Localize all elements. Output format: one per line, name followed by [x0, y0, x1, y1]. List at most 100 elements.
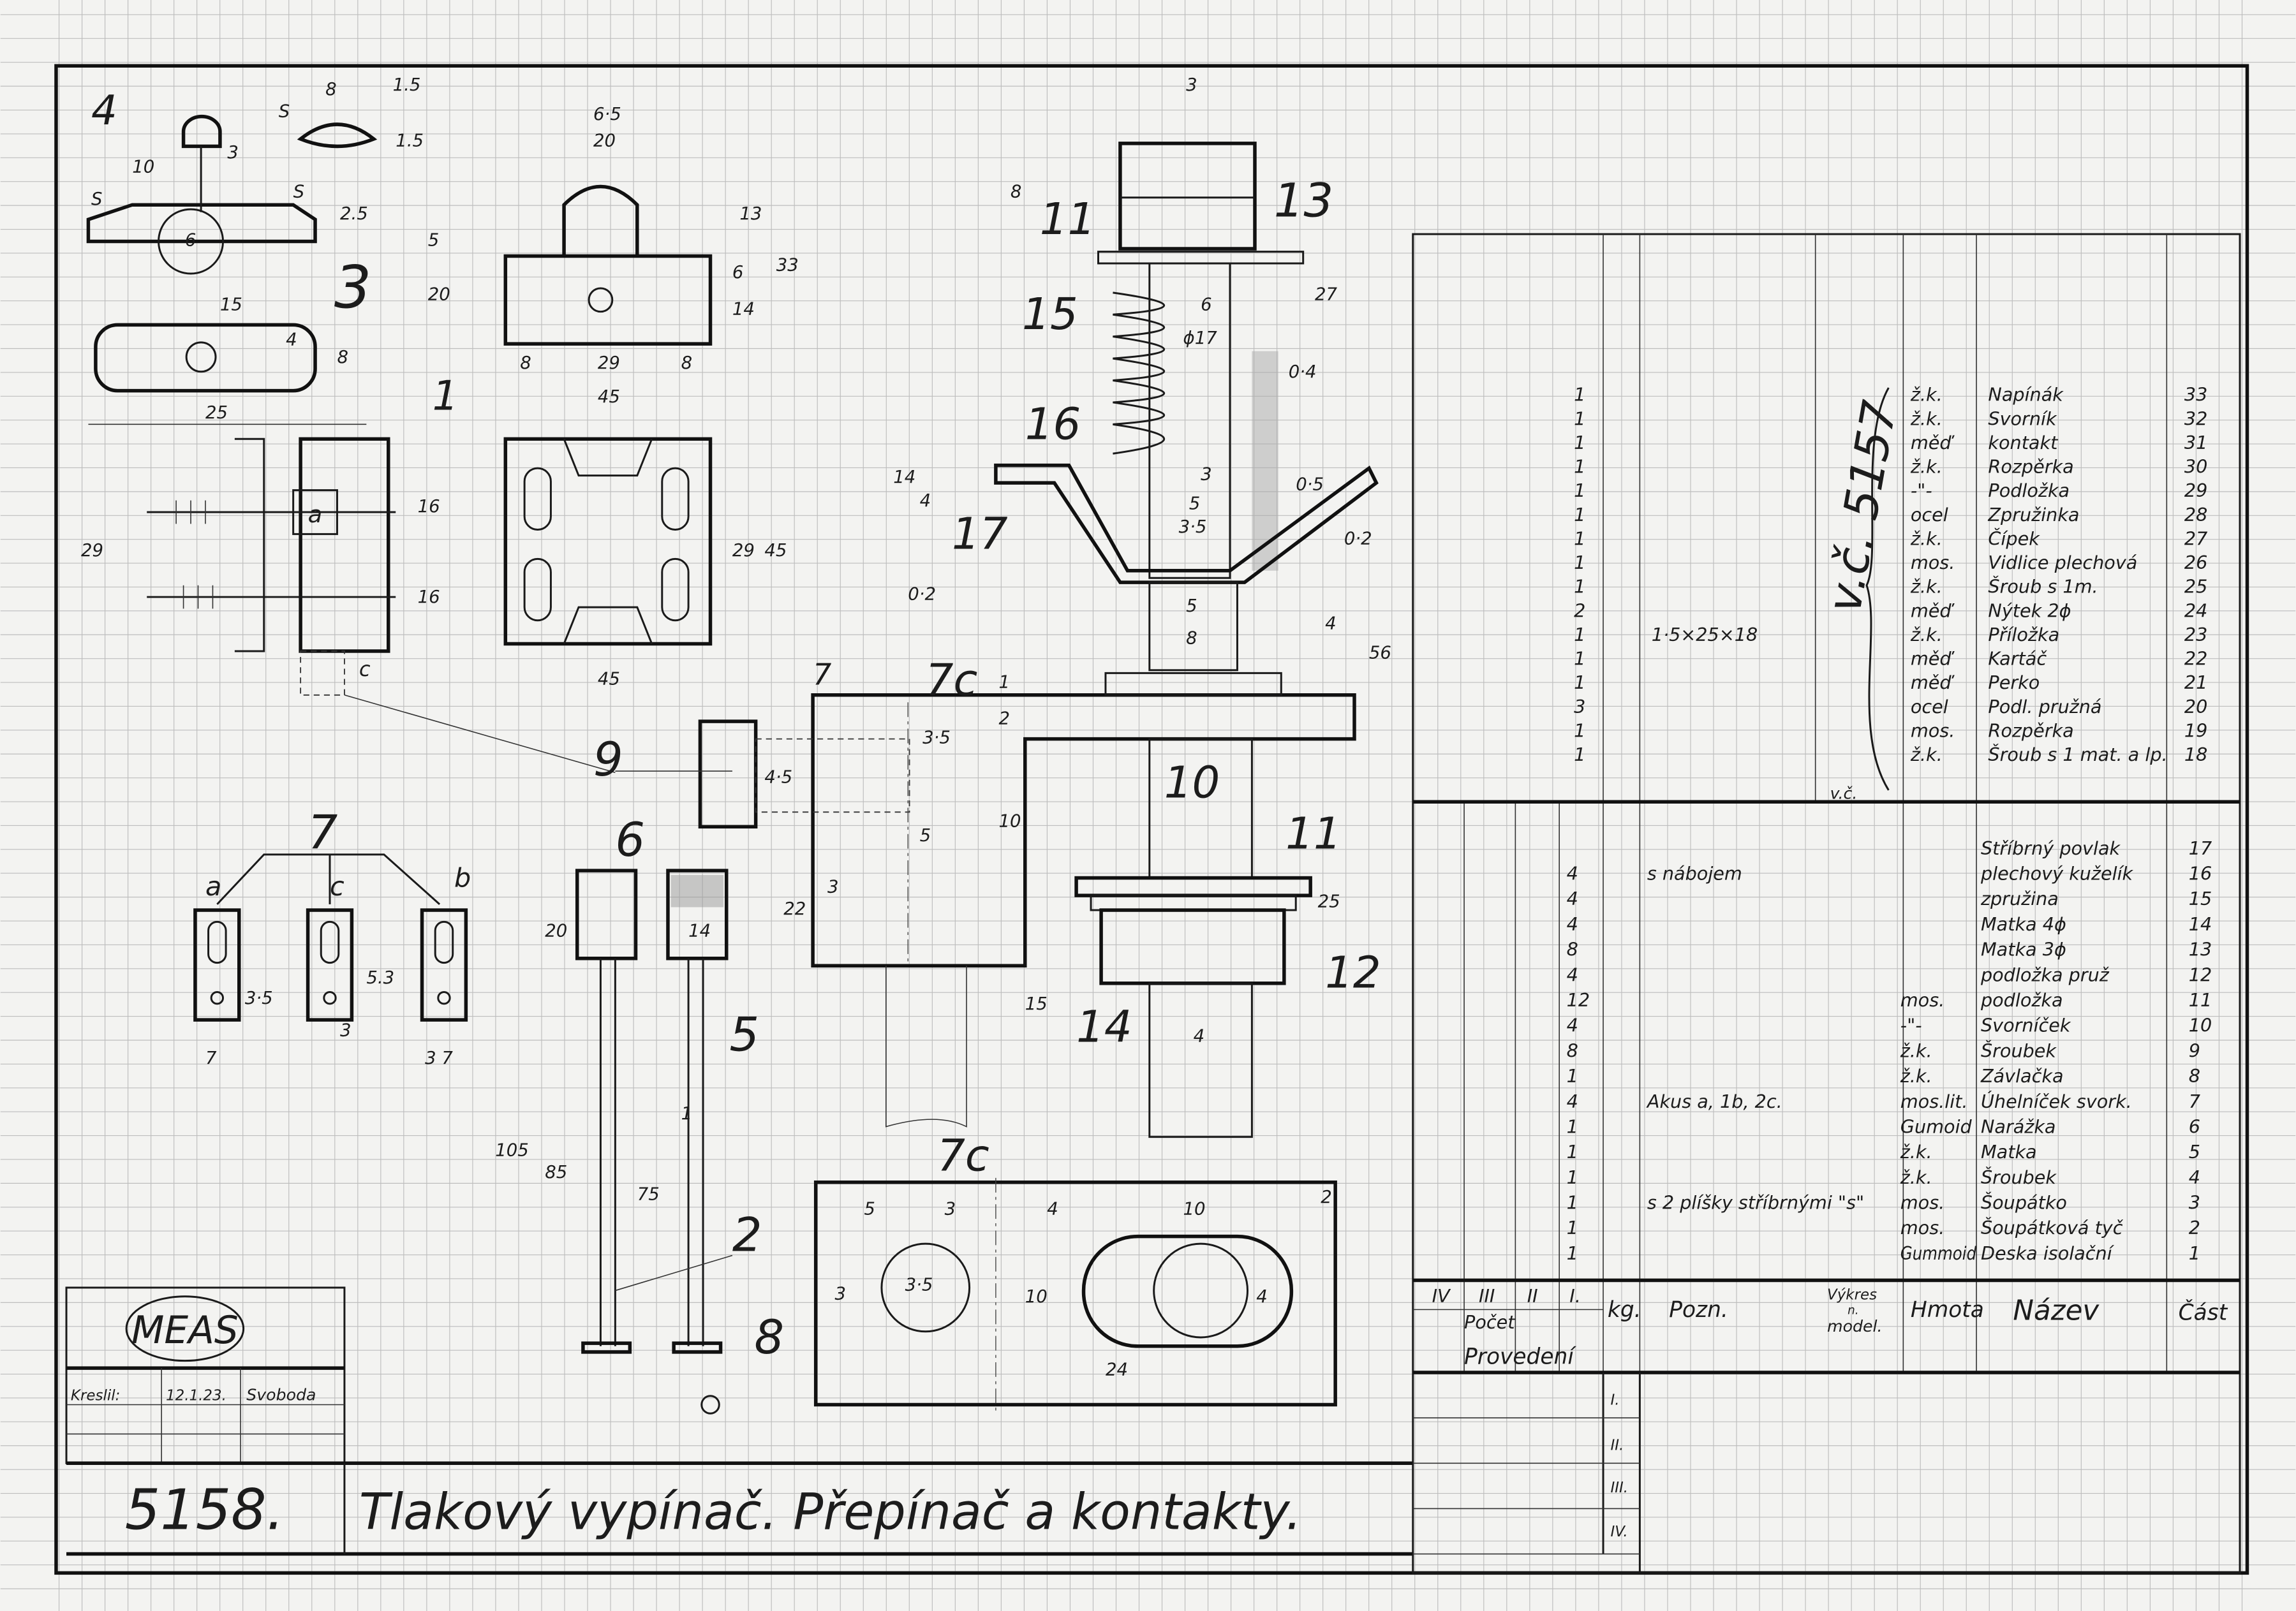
cell-material: mos.: [1900, 1192, 1945, 1214]
view-part-1: 1 6·5 20 5 20 13 33 14 6 29 8 8 45 29 45…: [428, 104, 799, 689]
dim: 45: [598, 669, 620, 689]
dim: 56: [1369, 642, 1391, 663]
dim: 10: [998, 811, 1021, 831]
header-note: Pozn.: [1669, 1297, 1728, 1323]
mark-s-2: S: [293, 182, 304, 202]
cell-material: ž.k.: [1910, 408, 1943, 429]
dim: 3 7: [425, 1048, 453, 1068]
dim: 13: [739, 203, 762, 224]
cell-name: Šroub s 1m.: [1988, 576, 2098, 598]
cell-name: Rozpěrka: [1988, 719, 2073, 741]
dim: 33: [776, 254, 799, 275]
dim: 1.5: [396, 130, 424, 151]
cell-part: 13: [2189, 939, 2212, 960]
dim: 25: [205, 402, 228, 423]
dim: 16: [418, 496, 440, 517]
cell-part: 8: [2189, 1065, 2200, 1087]
cell-material: ž.k.: [1900, 1065, 1932, 1087]
callout-part-c: c: [359, 657, 371, 681]
callout-part-14: 14: [1076, 1002, 1132, 1053]
dim: 2: [998, 709, 1010, 729]
cell-material: měď: [1911, 600, 1955, 621]
header-drawing: Výkres: [1827, 1286, 1877, 1303]
cell-part: 1: [2189, 1242, 2200, 1264]
cell-qty: 1: [1574, 624, 1585, 645]
cell-name: Svorníček: [1981, 1015, 2071, 1036]
header-col-iii: III: [1479, 1285, 1495, 1307]
cell-name: Vidlice plechová: [1988, 552, 2137, 573]
cell-part: 26: [2184, 552, 2207, 573]
cell-name: podložka pruž: [1980, 964, 2110, 985]
dim: 14: [893, 467, 915, 487]
dim: 5.3: [366, 967, 394, 988]
cell-qty: 1: [1574, 432, 1585, 453]
dim: 1: [998, 672, 1010, 692]
cell-material: Gummoid: [1900, 1242, 1977, 1264]
dim: 4: [920, 490, 931, 511]
cell-name: Stříbrný povlak: [1981, 837, 2121, 859]
cell-qty: 1: [1574, 408, 1585, 429]
cell-part: 7: [2189, 1091, 2200, 1112]
cell-material: ž.k.: [1900, 1141, 1932, 1163]
callout-part-4: 4: [91, 87, 117, 135]
callout-part-11-top: 11: [1040, 194, 1096, 245]
dim: 0·5: [1296, 474, 1324, 495]
cell-qty: 12: [1567, 989, 1590, 1011]
dim: 4·5: [764, 767, 792, 787]
dim: 0·2: [1344, 528, 1372, 548]
cell-material: ž.k.: [1910, 624, 1943, 645]
reference-drawing-number: v.č. 5157: [1818, 397, 1908, 617]
callout-part-3: 3: [334, 253, 371, 321]
dim: 6: [1201, 294, 1212, 314]
cell-part: 16: [2189, 863, 2212, 885]
header-col-ii: II: [1527, 1285, 1538, 1307]
cell-qty: 1: [1567, 1141, 1578, 1163]
cell-qty: 1: [1574, 527, 1585, 549]
dim: 3: [827, 877, 839, 897]
cell-qty: 2: [1574, 600, 1585, 621]
dim: 1.5: [393, 75, 421, 95]
cell-qty: 4: [1567, 863, 1578, 885]
cell-name: podložka: [1980, 989, 2063, 1011]
header-material: Hmota: [1911, 1297, 1984, 1323]
cell-qty: 1: [1567, 1217, 1578, 1239]
cell-material: ž.k.: [1910, 456, 1943, 478]
dim: 3·5: [1179, 517, 1207, 537]
dim: 75: [637, 1184, 660, 1204]
cell-qty: 1: [1574, 648, 1585, 670]
cell-note: 1·5×25×18: [1652, 624, 1758, 645]
dim: 3: [1186, 75, 1197, 95]
header-col-iv: IV: [1432, 1285, 1451, 1307]
dim: 16: [418, 587, 440, 607]
cell-part: 11: [2189, 989, 2212, 1011]
cell-qty: 1: [1574, 552, 1585, 573]
dim: 4: [1256, 1286, 1268, 1307]
cell-material: ž.k.: [1900, 1166, 1932, 1188]
cell-qty: 1: [1574, 576, 1585, 598]
cell-material: ž.k.: [1910, 576, 1943, 598]
callout-part-15: 15: [1022, 289, 1078, 340]
cell-material: měď: [1911, 432, 1955, 453]
callout-part-16: 16: [1025, 399, 1081, 450]
cell-part: 6: [2189, 1115, 2200, 1137]
dim: 20: [545, 920, 567, 941]
dim: 3: [1201, 464, 1212, 485]
callout-part-12: 12: [1325, 948, 1381, 999]
cell-qty: 1: [1574, 384, 1585, 406]
